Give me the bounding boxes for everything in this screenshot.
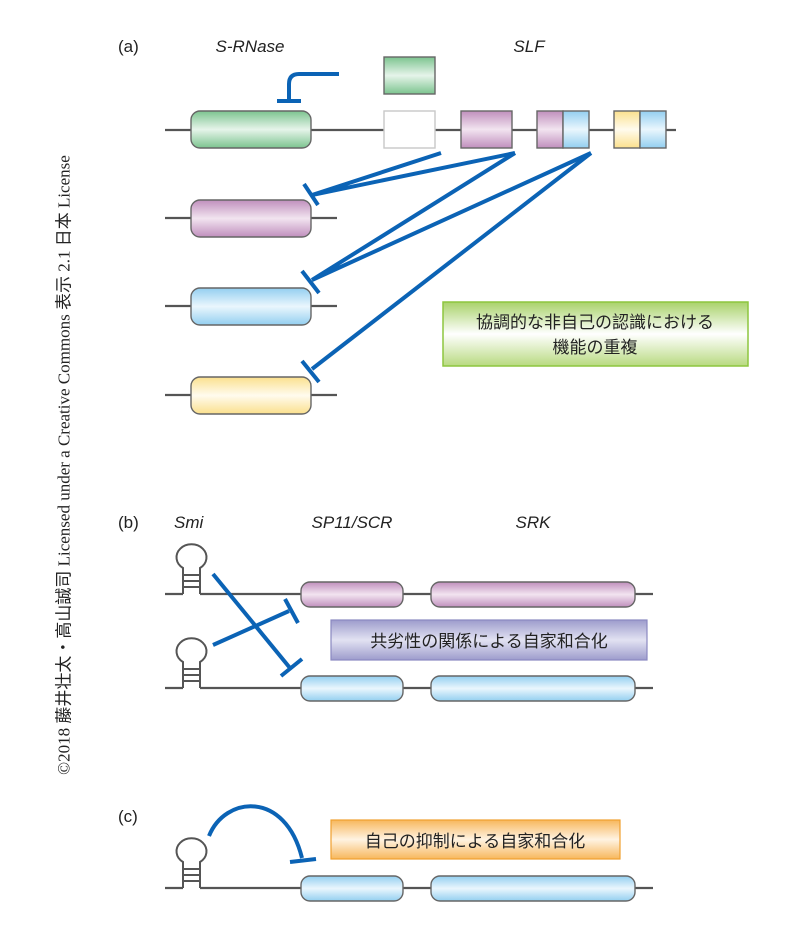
slf-gene-purple xyxy=(460,110,513,149)
panel-a-label: (a) xyxy=(118,37,139,56)
sp11-scr-gene-purple xyxy=(300,581,404,608)
srk-gene-purple xyxy=(430,581,636,608)
slf-gene-blue-half xyxy=(562,110,590,149)
sp11-scr-gene-blue xyxy=(300,675,404,702)
note-box-a xyxy=(442,301,749,367)
inhibition-bar xyxy=(300,359,321,384)
panel-b: (b) Smi SP11/SCR SRK xyxy=(118,513,653,702)
inhibition-arrow-to-yellow xyxy=(310,151,593,371)
slf-protein-green xyxy=(383,56,436,95)
inhibition-arrow-upper-smi-to-lower xyxy=(211,572,292,670)
panel-b-label: (b) xyxy=(118,513,139,532)
note-box-b xyxy=(330,619,648,661)
inhibition-arrow-self xyxy=(207,804,304,859)
slf-gene-yellow-half xyxy=(613,110,641,149)
smi-hairpin-icon xyxy=(175,637,208,688)
note-c-text: 自己の抑制による自家和合化 xyxy=(365,832,586,852)
gene-label-s-rnase: S-RNase xyxy=(216,37,285,56)
s-rnase-blue xyxy=(190,287,312,326)
s-rnase-purple xyxy=(190,199,312,238)
smi-hairpin-icon xyxy=(175,543,208,594)
panel-c-label: (c) xyxy=(118,807,138,826)
inhibition-arrow-slf-to-s-rnase xyxy=(287,72,339,100)
srk-gene-blue xyxy=(430,675,636,702)
slf-gene-white xyxy=(383,110,436,149)
sp11-scr-gene-blue xyxy=(300,875,404,902)
inhibition-bar xyxy=(279,657,304,678)
inhibition-bar xyxy=(300,269,321,295)
note-b-text: 共劣性の関係による自家和合化 xyxy=(370,632,608,652)
note-box-c xyxy=(330,819,621,860)
inhibition-arrow-lower-smi-to-upper xyxy=(212,609,290,647)
inhibition-bar xyxy=(283,598,300,624)
note-a-line2: 機能の重複 xyxy=(553,338,638,358)
inhibition-bar xyxy=(289,857,317,864)
gene-label-sp11-scr: SP11/SCR xyxy=(312,513,393,532)
panel-c: (c) 自己の抑制による自家和合化 xyxy=(118,804,653,902)
gene-label-smi: Smi xyxy=(174,513,205,532)
slf-gene-blue-half-2 xyxy=(639,110,667,149)
inhibition-arrows-to-blue xyxy=(310,151,592,282)
srk-gene-blue xyxy=(430,875,636,902)
gene-label-slf: SLF xyxy=(513,37,546,56)
gene-label-srk: SRK xyxy=(516,513,552,532)
s-rnase-yellow xyxy=(190,376,312,415)
note-a-line1: 協調的な非自己の認識における xyxy=(476,313,714,333)
panel-a: (a) S-RNase SLF 協調的な非自己の認識における 機 xyxy=(118,37,749,415)
smi-hairpin-icon xyxy=(175,837,208,888)
slf-gene-purple-half xyxy=(536,110,564,149)
s-rnase-gene xyxy=(190,110,312,149)
inhibition-bar xyxy=(302,182,320,207)
